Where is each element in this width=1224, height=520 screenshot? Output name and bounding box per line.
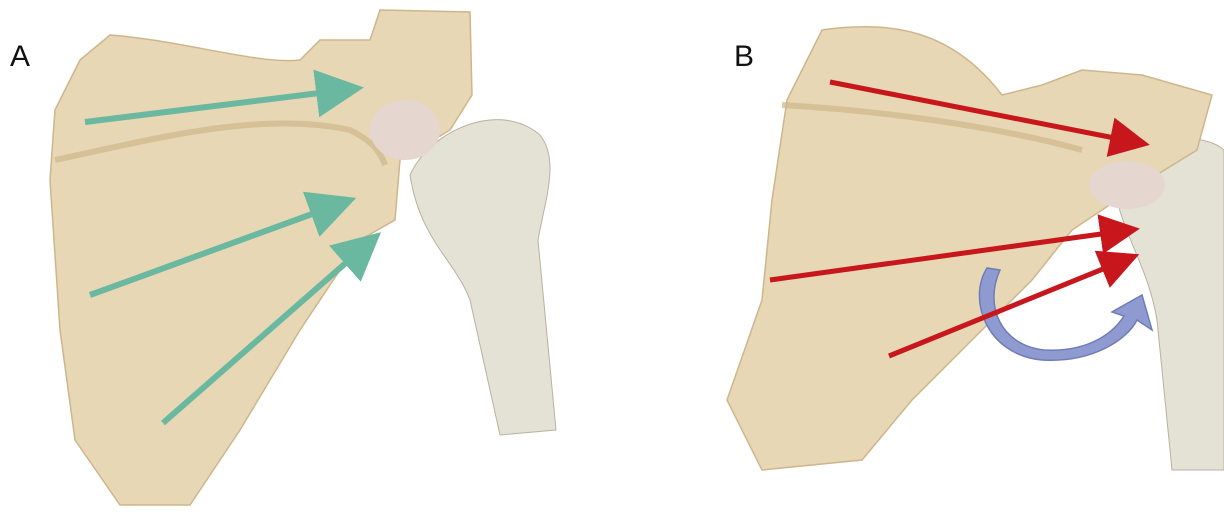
panel-label-b: B	[734, 40, 754, 74]
glenoid-cartilage	[1089, 161, 1165, 209]
humerus-bone	[410, 120, 556, 435]
shoulder-illustration-a	[0, 0, 612, 520]
figure-panel-a: A	[0, 0, 612, 520]
figure-panel-b: B	[612, 0, 1224, 520]
panel-label-a: A	[10, 40, 30, 74]
glenoid-cartilage	[370, 100, 440, 160]
shoulder-illustration-b	[612, 0, 1224, 520]
scapula-bone	[50, 10, 472, 505]
